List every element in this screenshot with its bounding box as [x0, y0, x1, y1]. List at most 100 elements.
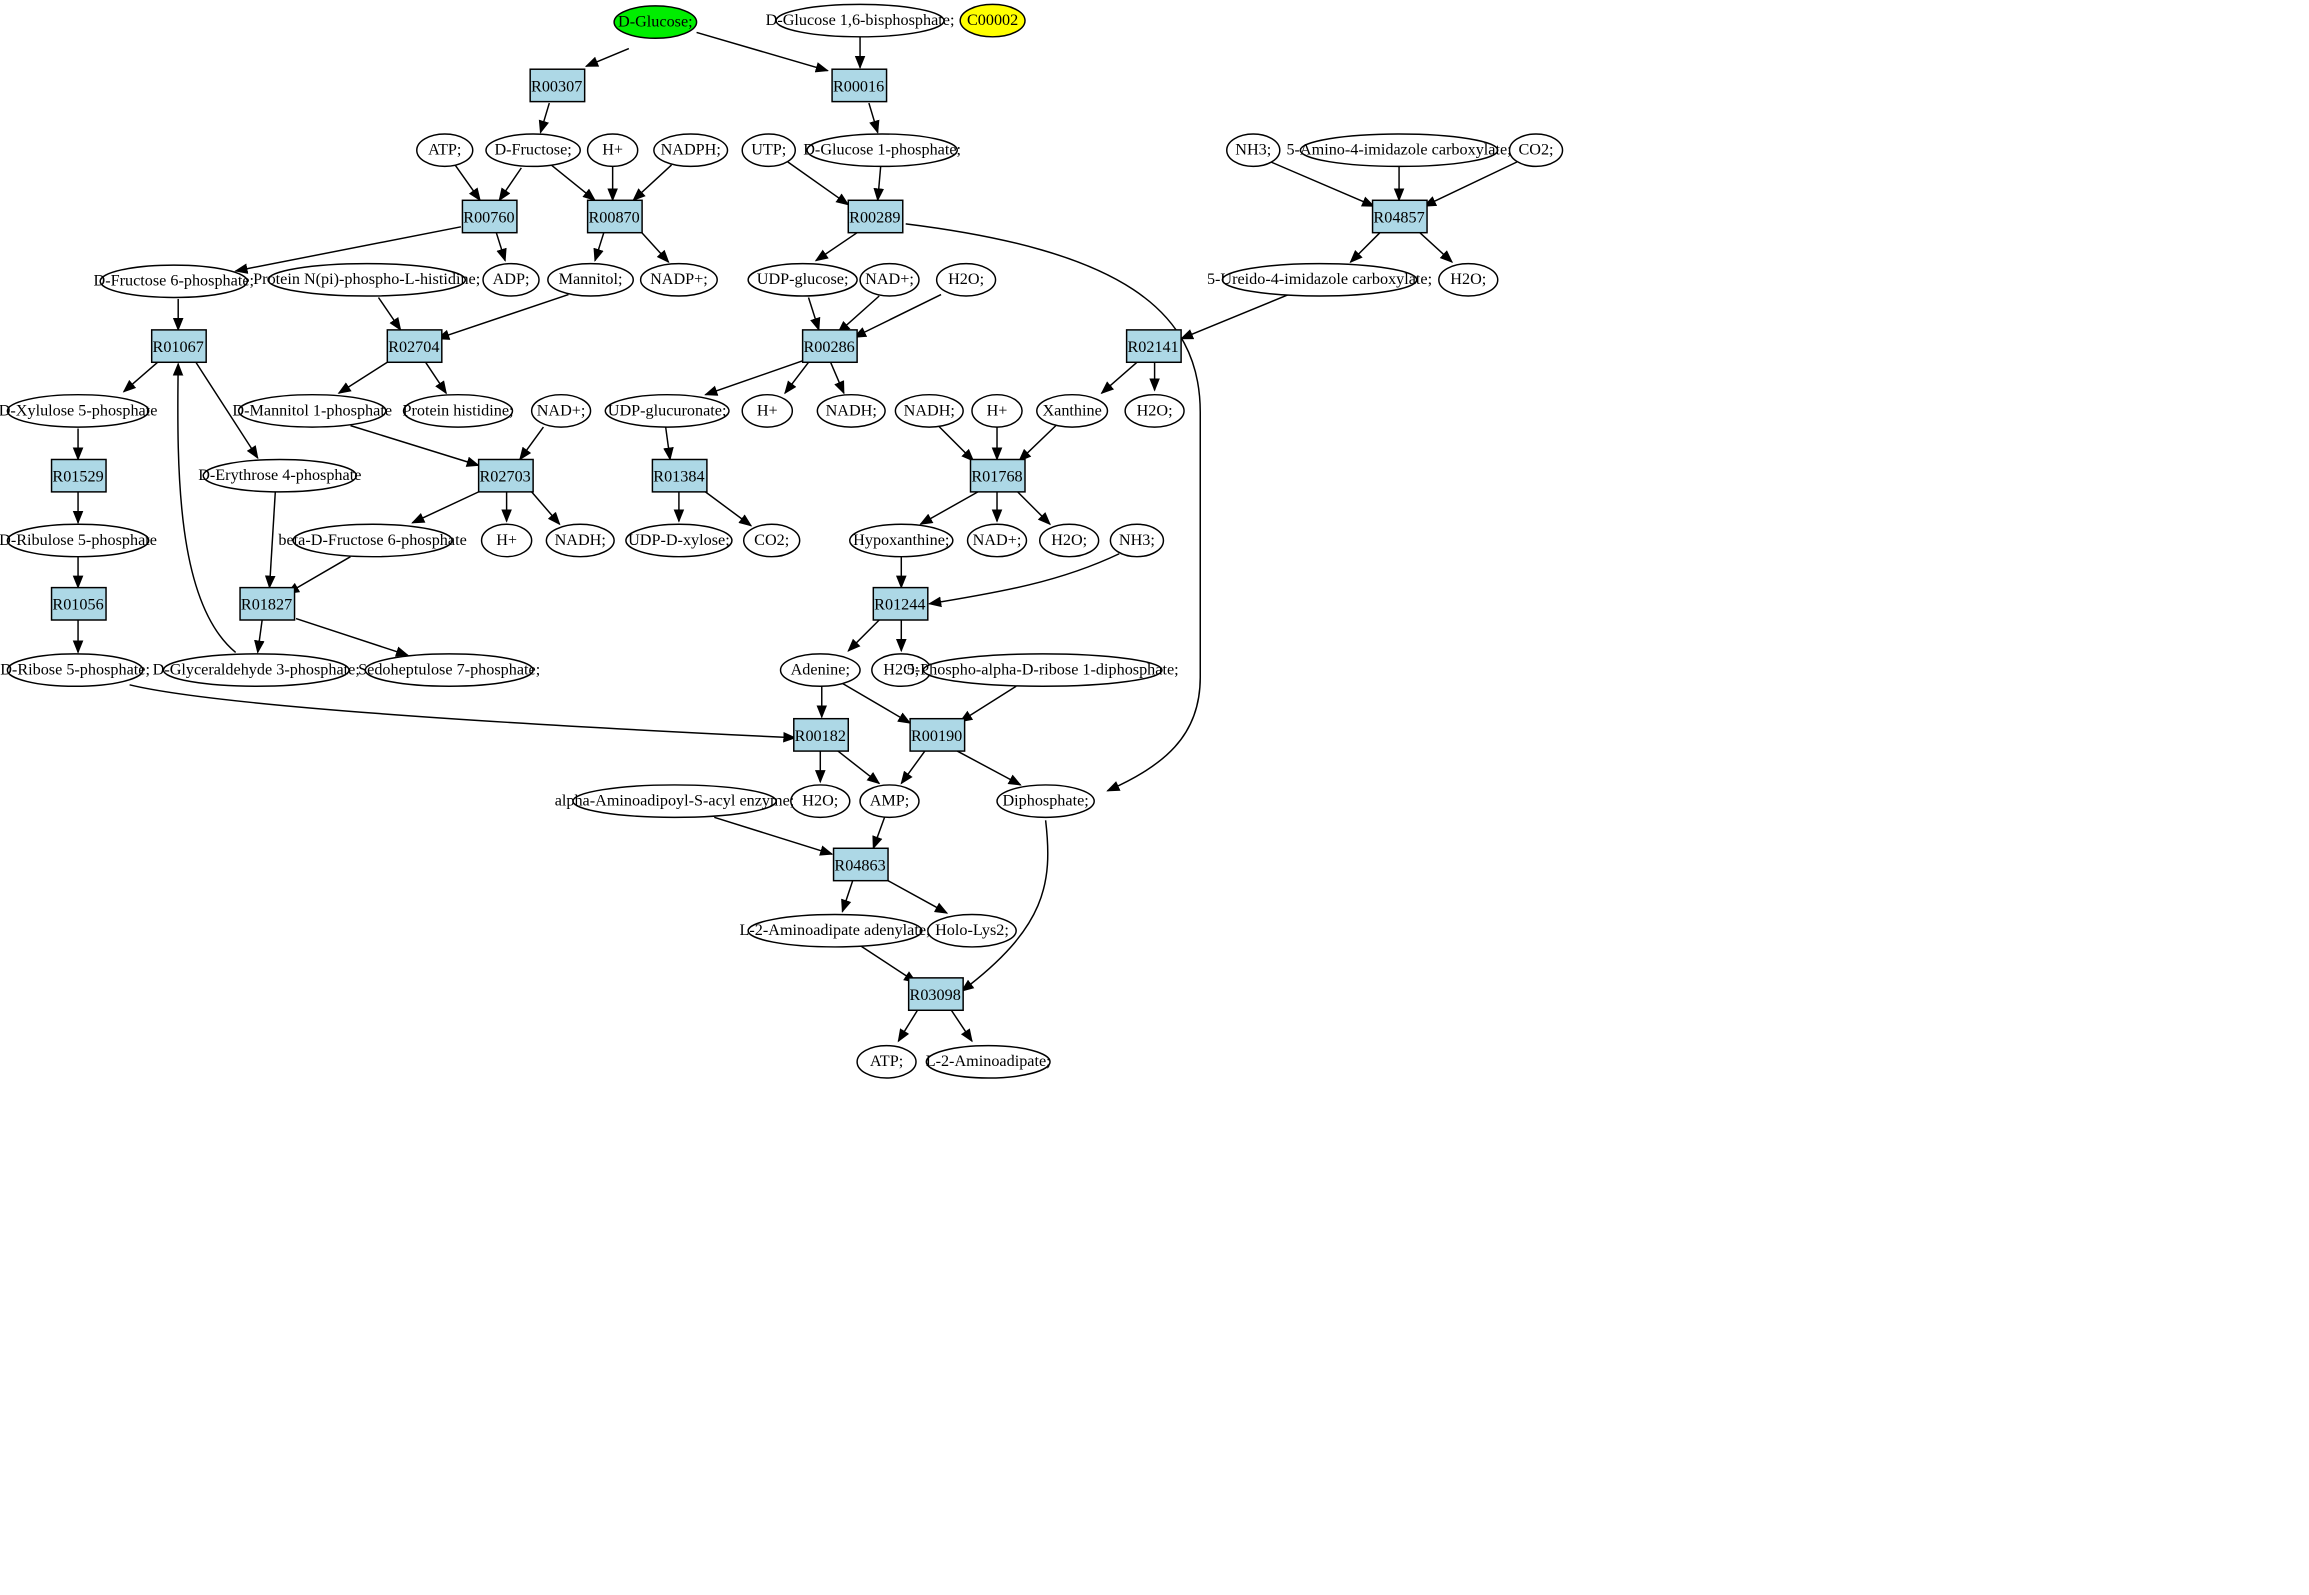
compound-diphosphate[interactable]: Diphosphate;	[996, 784, 1095, 819]
compound-5-ureido-4-imidazole-carboxylate[interactable]: 5-Ureido-4-imidazole carboxylate;	[1207, 262, 1432, 297]
reaction-r01244[interactable]: R01244	[872, 586, 929, 621]
compound-udp-d-xylose[interactable]: UDP-D-xylose;	[625, 523, 733, 558]
compound-d-erythrose-4-phosphate[interactable]: D-Erythrose 4-phosphate	[198, 458, 361, 493]
compound-nad-plus[interactable]: NAD+;	[530, 393, 592, 428]
reaction-r01768[interactable]: R01768	[969, 458, 1026, 493]
compound-h-plus[interactable]: H+	[741, 393, 794, 428]
compound-label: Adenine;	[791, 660, 850, 678]
reaction-r01056[interactable]: R01056	[50, 586, 107, 621]
reaction-r00190[interactable]: R00190	[909, 717, 966, 752]
compound-nad-plus[interactable]: NAD+;	[966, 523, 1028, 558]
compound-adenine[interactable]: Adenine;	[779, 653, 861, 688]
edge-r03098-atp2	[897, 1009, 919, 1043]
compound-label: ATP;	[428, 141, 461, 159]
compound-co2[interactable]: CO2;	[1508, 133, 1564, 168]
reaction-r04863[interactable]: R04863	[832, 847, 889, 882]
compound-atp[interactable]: ATP;	[416, 133, 474, 168]
compound-label: D-Glyceraldehyde 3-phosphate;	[153, 660, 360, 678]
reaction-r04857[interactable]: R04857	[1371, 199, 1428, 234]
edge-r01768-h2o4	[1017, 491, 1051, 526]
compound-h2o[interactable]: H2O;	[935, 262, 997, 297]
compound-beta-d-fructose-6-phosphate[interactable]: beta-D-Fructose 6-phosphate	[278, 523, 467, 558]
compound-label: 5-Ureido-4-imidazole carboxylate;	[1207, 270, 1432, 288]
compound-alpha-aminoadipoyl-s-acyl-enzyme[interactable]: alpha-Aminoadipoyl-S-acyl enzyme;	[555, 784, 795, 819]
compound-5-phospho-alpha-d-ribose-1-diphosphate[interactable]: 5-Phospho-alpha-D-ribose 1-diphosphate;	[907, 653, 1179, 688]
compound-nh3[interactable]: NH3;	[1226, 133, 1281, 168]
edge-r04857-ureido	[1349, 232, 1381, 264]
compound-hypoxanthine[interactable]: Hypoxanthine;	[849, 523, 954, 558]
reaction-layer: R00307 R00016 R00760 R00870 R00289 R0485…	[50, 68, 1428, 1012]
compound-h2o[interactable]: H2O;	[1124, 393, 1185, 428]
compound-xanthine[interactable]: Xanthine	[1036, 393, 1109, 428]
compound-c00002[interactable]: C00002	[959, 3, 1026, 38]
compound-h2o[interactable]: H2O;	[871, 653, 932, 688]
compound-nadp-plus[interactable]: NADP+;	[639, 262, 718, 297]
compound-5-amino-4-imidazole-carboxylate[interactable]: 5-Amino-4-imidazole carboxylate;	[1286, 133, 1512, 168]
compound-udp-glucuronate[interactable]: UDP-glucuronate;	[604, 393, 730, 428]
edge-r00182-amp	[837, 750, 881, 785]
compound-atp[interactable]: ATP;	[856, 1044, 917, 1079]
compound-h2o[interactable]: H2O;	[1038, 523, 1100, 558]
compound-holo-lys2[interactable]: Holo-Lys2;	[927, 913, 1017, 948]
reaction-r00307[interactable]: R00307	[529, 68, 586, 103]
compound-d-glucose-1-phosphate[interactable]: D-Glucose 1-phosphate;	[803, 133, 961, 168]
compound-utp[interactable]: UTP;	[741, 133, 796, 168]
compound-nadph[interactable]: NADPH;	[653, 133, 729, 168]
compound-adp[interactable]: ADP;	[482, 262, 540, 297]
compound-label: D-Glucose 1-phosphate;	[803, 141, 961, 159]
compound-h2o[interactable]: H2O;	[1438, 262, 1499, 297]
reaction-r01827[interactable]: R01827	[239, 586, 296, 621]
compound-nadh[interactable]: NADH;	[894, 393, 964, 428]
reaction-label: R01056	[52, 596, 103, 614]
reaction-label: R01244	[874, 596, 925, 614]
compound-d-fructose-6-phosphate[interactable]: D-Fructose 6-phosphate;	[94, 264, 255, 299]
compound-d-fructose[interactable]: D-Fructose;	[485, 133, 581, 168]
compound-nh3[interactable]: NH3;	[1109, 523, 1165, 558]
compound-amp[interactable]: AMP;	[859, 784, 920, 819]
reaction-r00286[interactable]: R00286	[801, 329, 858, 364]
reaction-r01067[interactable]: R01067	[150, 329, 207, 364]
reaction-r02704[interactable]: R02704	[386, 329, 443, 364]
reaction-r03098[interactable]: R03098	[907, 977, 964, 1012]
compound-co2[interactable]: CO2;	[742, 523, 801, 558]
compound-h-plus[interactable]: H+	[480, 523, 533, 558]
graph-root: D-Glucose; D-Glucose 1,6-bisphosphate; C…	[0, 3, 1564, 1079]
compound-d-mannitol-1-phosphate[interactable]: D-Mannitol 1-phosphate	[232, 393, 392, 428]
compound-d-glucose[interactable]: D-Glucose;	[613, 5, 698, 40]
compound-d-glyceraldehyde-3-phosphate[interactable]: D-Glyceraldehyde 3-phosphate;	[153, 653, 360, 688]
compound-d-ribose-5-phosphate[interactable]: D-Ribose 5-phosphate;	[0, 653, 150, 688]
edge-atp1-r00760	[454, 164, 481, 202]
compound-h-plus[interactable]: H+	[971, 393, 1023, 428]
compound-udp-glucose[interactable]: UDP-glucose;	[747, 262, 858, 297]
reaction-r02703[interactable]: R02703	[477, 458, 534, 493]
compound-l-2-aminoadipate-adenylate[interactable]: L-2-Aminoadipate adenylate;	[740, 913, 931, 948]
compound-mannitol[interactable]: Mannitol;	[547, 262, 634, 297]
compound-nadh[interactable]: NADH;	[545, 523, 615, 558]
reaction-r01529[interactable]: R01529	[50, 458, 107, 493]
reaction-r00289[interactable]: R00289	[847, 199, 904, 234]
edge-r00870-nadpplus	[638, 229, 670, 264]
compound-d-xylulose-5-phosphate[interactable]: D-Xylulose 5-phosphate	[0, 393, 157, 428]
compound-nad-plus[interactable]: NAD+;	[859, 262, 920, 297]
compound-l-2-aminoadipate[interactable]: L-2-Aminoadipate;	[925, 1044, 1051, 1079]
reaction-r01384[interactable]: R01384	[651, 458, 708, 493]
compound-protein-histidine[interactable]: Protein histidine;	[402, 393, 514, 428]
compound-h-plus[interactable]: H+	[586, 133, 639, 168]
edge-r01244-adenine	[847, 619, 880, 652]
edge-aminoacyl-r04863	[714, 816, 834, 856]
compound-d-ribulose-5-phosphate[interactable]: D-Ribulose 5-phosphate	[0, 523, 157, 558]
reaction-r00870[interactable]: R00870	[586, 199, 643, 234]
reaction-r00182[interactable]: R00182	[793, 717, 850, 752]
reaction-r00760[interactable]: R00760	[461, 199, 518, 234]
compound-nadh[interactable]: NADH;	[816, 393, 886, 428]
compound-d-glucose-16-bisphosphate[interactable]: D-Glucose 1,6-bisphosphate;	[766, 3, 955, 38]
reaction-r00016[interactable]: R00016	[831, 68, 888, 103]
compound-label: H2O;	[948, 270, 984, 288]
reaction-r02141[interactable]: R02141	[1125, 329, 1182, 364]
edge-r02703-nadh3	[531, 491, 561, 526]
compound-h2o[interactable]: H2O;	[790, 784, 851, 819]
compound-protein-npi-phospho-l-histidine[interactable]: Protein N(pi)-phospho-L-histidine;	[253, 262, 480, 297]
edge-xanthine-r01768	[1018, 423, 1058, 462]
compound-sedoheptulose-7-phosphate[interactable]: Sedoheptulose 7-phosphate;	[358, 653, 540, 688]
